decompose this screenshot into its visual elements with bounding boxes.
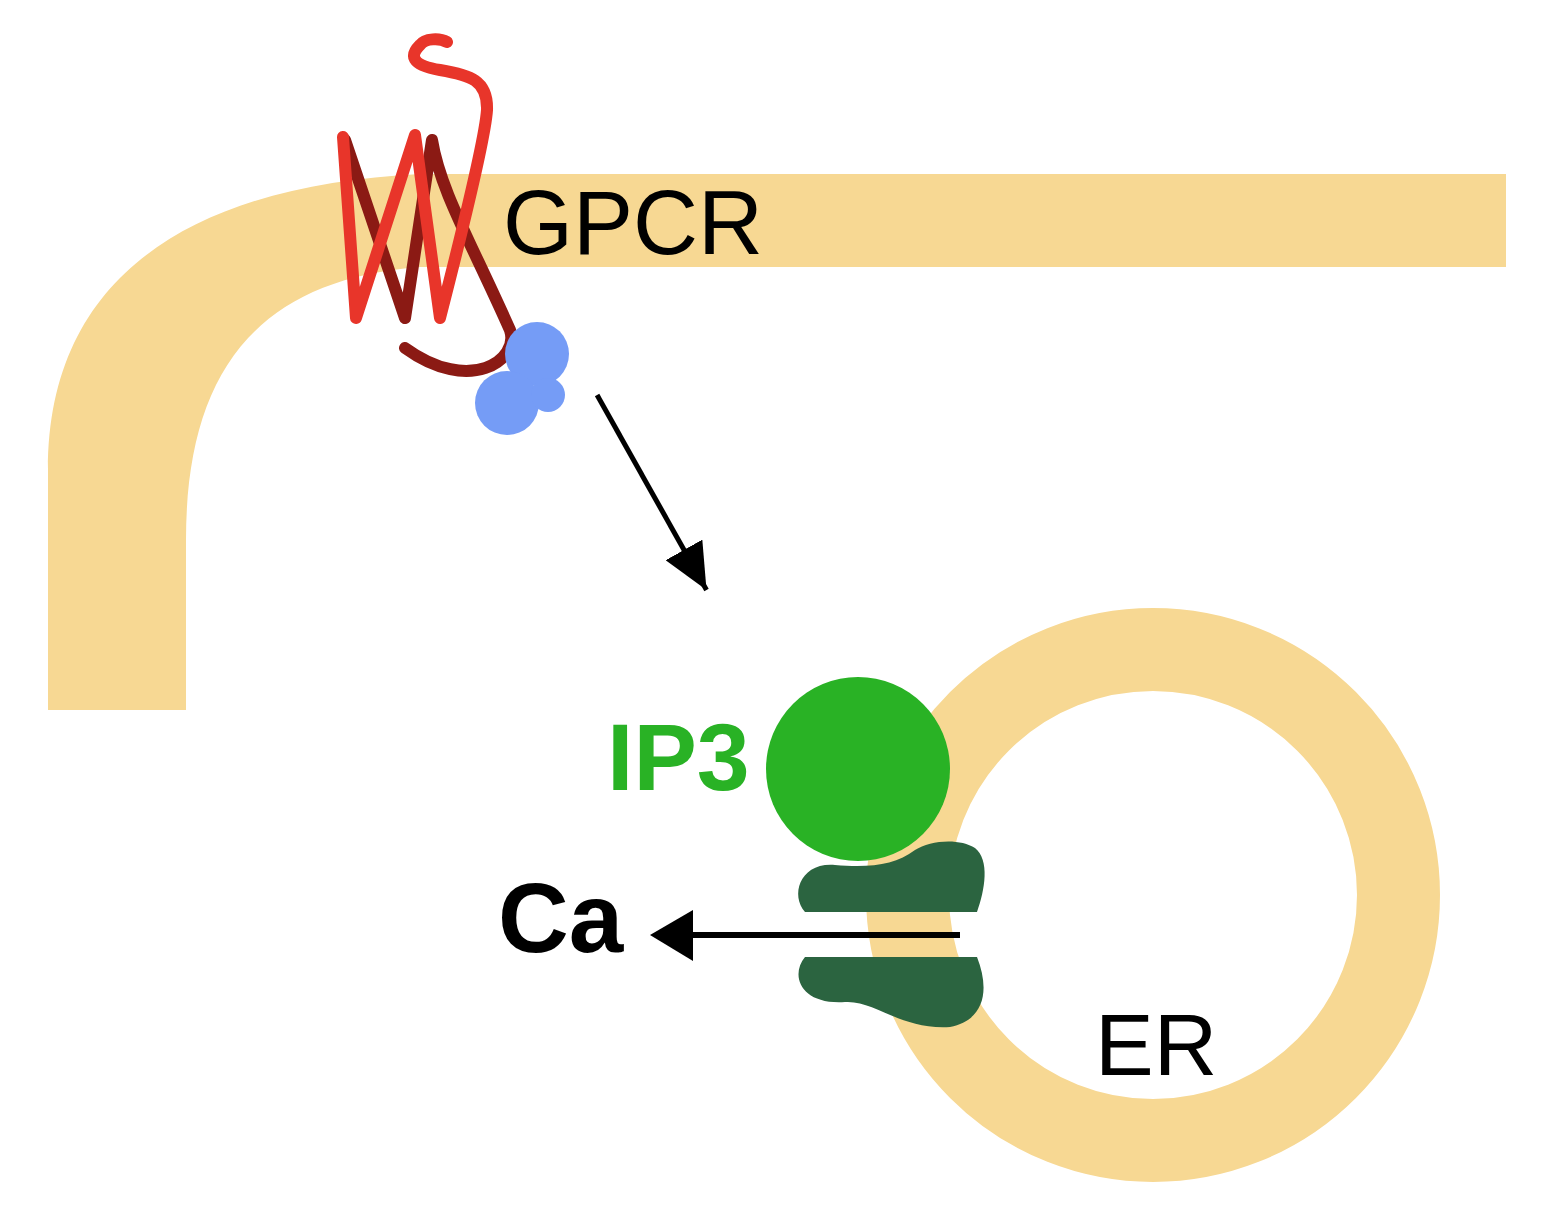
g-protein — [531, 378, 565, 412]
node-label: IP3 — [607, 710, 750, 805]
ip3-circle — [766, 677, 950, 861]
receptor-helix — [343, 39, 487, 318]
calcium-flow-arrow — [690, 932, 960, 938]
ip3-molecule: IP3 — [600, 590, 955, 865]
plasma-membrane — [48, 174, 1506, 710]
node-label: GPCR — [503, 178, 763, 268]
er-membrane — [908, 650, 1399, 1141]
gpcr-receptor: GPCR — [330, 30, 765, 395]
ip3-receptor-channel — [798, 957, 983, 1027]
ip3-receptor-channel — [798, 841, 984, 912]
endoplasmic-reticulum-shape — [866, 608, 1440, 1182]
ion-label: Ca — [498, 869, 623, 967]
g-protein — [475, 371, 539, 435]
signal-arrow — [597, 395, 706, 590]
node-label: ER — [1095, 1001, 1217, 1089]
endoplasmic-reticulum: ER — [866, 608, 1440, 1182]
calcium-flow-arrowhead — [650, 910, 693, 961]
